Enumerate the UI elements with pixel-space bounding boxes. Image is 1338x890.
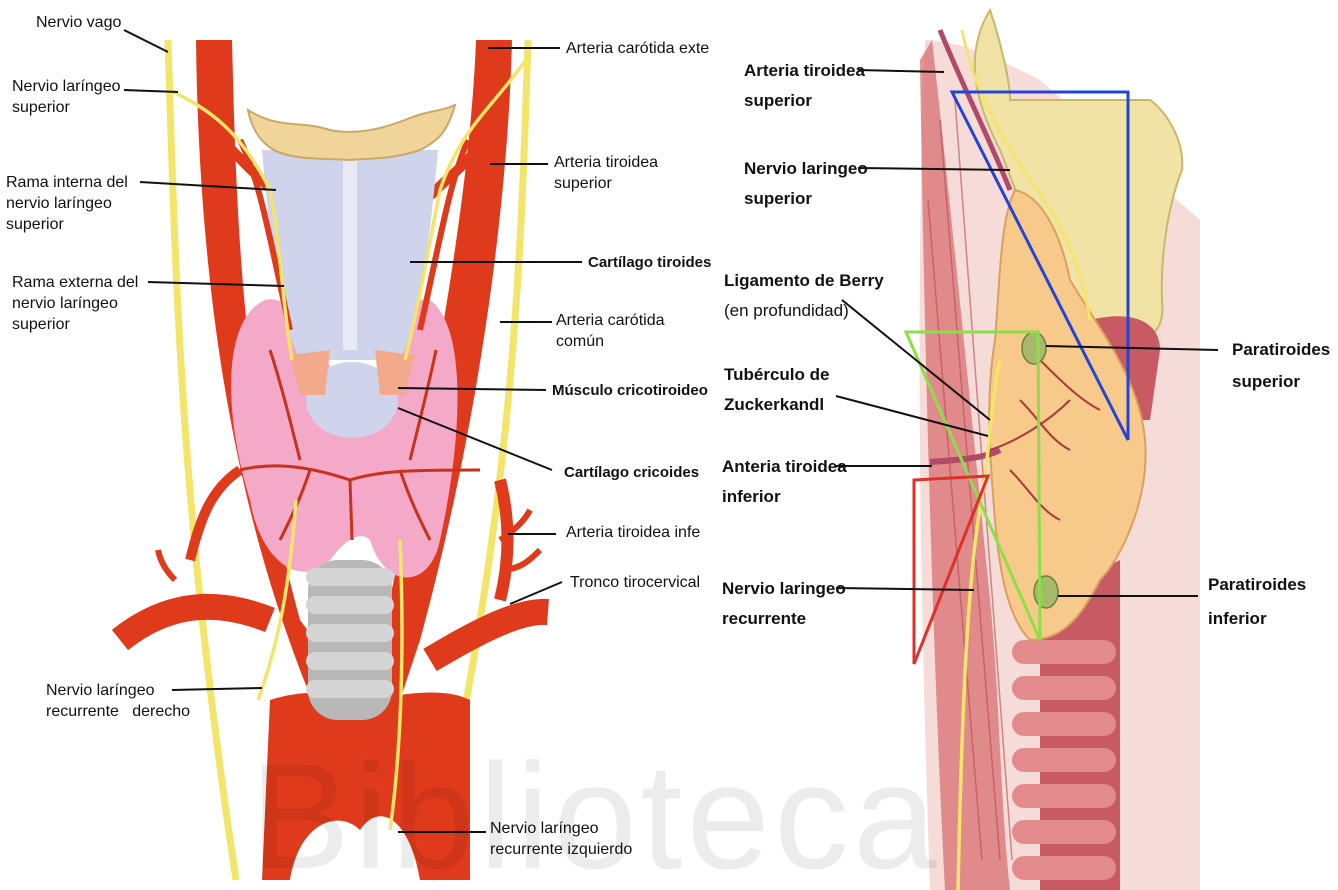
label-line: Zuckerkandl [724, 390, 829, 420]
label-nervio-recurrente-derecho: Nervio laríngeo recurrente derecho [46, 680, 190, 722]
label-line: Arteria tiroidea infe [566, 522, 700, 543]
label-nervio-vago: Nervio vago [36, 12, 121, 33]
label-line: Arteria carótida exte [566, 38, 709, 59]
label-line: Anteria tiroidea [722, 452, 847, 482]
label-line: superior [1232, 366, 1330, 398]
label-ligamento-berry: Ligamento de Berry (en profundidad) [724, 266, 884, 326]
label-tuberculo-zuckerkandl: Tubérculo de Zuckerkandl [724, 360, 829, 420]
label-paratiroides-inferior: Paratiroides inferior [1208, 568, 1306, 636]
label-tronco-tirocervical: Tronco tirocervical [570, 572, 700, 593]
label-line: Rama interna del [6, 172, 128, 193]
label-line: Arteria tiroidea [554, 152, 658, 173]
label-nervio-laringeo-superior: Nervio laríngeo superior [12, 76, 121, 118]
label-line: Cartílago cricoides [564, 462, 699, 483]
label-nervio-recurrente-right: Nervio laringeo recurrente [722, 574, 846, 634]
label-nervio-recurrente-izquierdo: Nervio laríngeo recurrente izquierdo [490, 818, 632, 860]
label-rama-interna: Rama interna del nervio laríngeo superio… [6, 172, 128, 235]
right-thyrocervical-trunk [190, 470, 240, 560]
left-subclavian [430, 612, 548, 660]
label-line: Nervio vago [36, 12, 121, 33]
label-paratiroides-superior: Paratiroides superior [1232, 334, 1330, 398]
label-line: nervio laríngeo [6, 193, 128, 214]
label-line: recurrente [722, 604, 846, 634]
label-rama-externa: Rama externa del nervio laríngeo superio… [12, 272, 138, 335]
label-line: inferior [722, 482, 847, 512]
label-line: superior [744, 184, 868, 214]
label-line: Nervio laríngeo [12, 76, 121, 97]
label-line: Arteria carótida [556, 310, 665, 331]
trachea-left [306, 560, 394, 720]
watermark-text: Biblioteca [250, 730, 940, 890]
label-line: Rama externa del [12, 272, 138, 293]
label-nervio-laringeo-superior-right: Nervio laringeo superior [744, 154, 868, 214]
inferior-parathyroid [1034, 576, 1058, 608]
label-line: Paratiroides [1208, 568, 1306, 602]
label-line: (en profundidad) [724, 296, 884, 326]
label-arteria-carotida-comun: Arteria carótida común [556, 310, 665, 352]
label-line: Tronco tirocervical [570, 572, 700, 593]
label-arteria-tiroidea-inferior-left: Arteria tiroidea infe [566, 522, 700, 543]
label-arteria-tiroidea-superior-right: Arteria tiroidea superior [744, 56, 865, 116]
label-line: Tubérculo de [724, 360, 829, 390]
label-cartilago-tiroides: Cartílago tiroides [588, 252, 711, 273]
superior-parathyroid [1022, 332, 1046, 364]
label-line: Nervio laringeo [744, 154, 868, 184]
label-line: Nervio laríngeo [490, 818, 632, 839]
label-line: recurrente izquierdo [490, 839, 632, 860]
label-line: Cartílago tiroides [588, 252, 711, 273]
label-line: superior [6, 214, 128, 235]
label-arteria-tiroidea-inferior-right: Anteria tiroidea inferior [722, 452, 847, 512]
label-line: Nervio laringeo [722, 574, 846, 604]
label-musculo-cricotiroideo: Músculo cricotiroideo [552, 380, 708, 401]
label-line: Nervio laríngeo [46, 680, 190, 701]
label-line: común [556, 331, 665, 352]
label-line: Arteria tiroidea [744, 56, 865, 86]
label-line: superior [12, 97, 121, 118]
label-arteria-tiroidea-superior-left: Arteria tiroidea superior [554, 152, 658, 194]
right-anatomy-illustration [906, 10, 1200, 890]
label-line: superior [12, 314, 138, 335]
label-arteria-carotida-externa: Arteria carótida exte [566, 38, 709, 59]
label-line: Paratiroides [1232, 334, 1330, 366]
label-line: superior [744, 86, 865, 116]
label-cartilago-cricoides: Cartílago cricoides [564, 462, 699, 483]
label-line: Ligamento de Berry [724, 266, 884, 296]
label-line: Músculo cricotiroideo [552, 380, 708, 401]
label-line: nervio laríngeo [12, 293, 138, 314]
label-line: inferior [1208, 602, 1306, 636]
label-line: recurrente derecho [46, 701, 190, 722]
right-subclavian [120, 607, 270, 640]
label-line: superior [554, 173, 658, 194]
